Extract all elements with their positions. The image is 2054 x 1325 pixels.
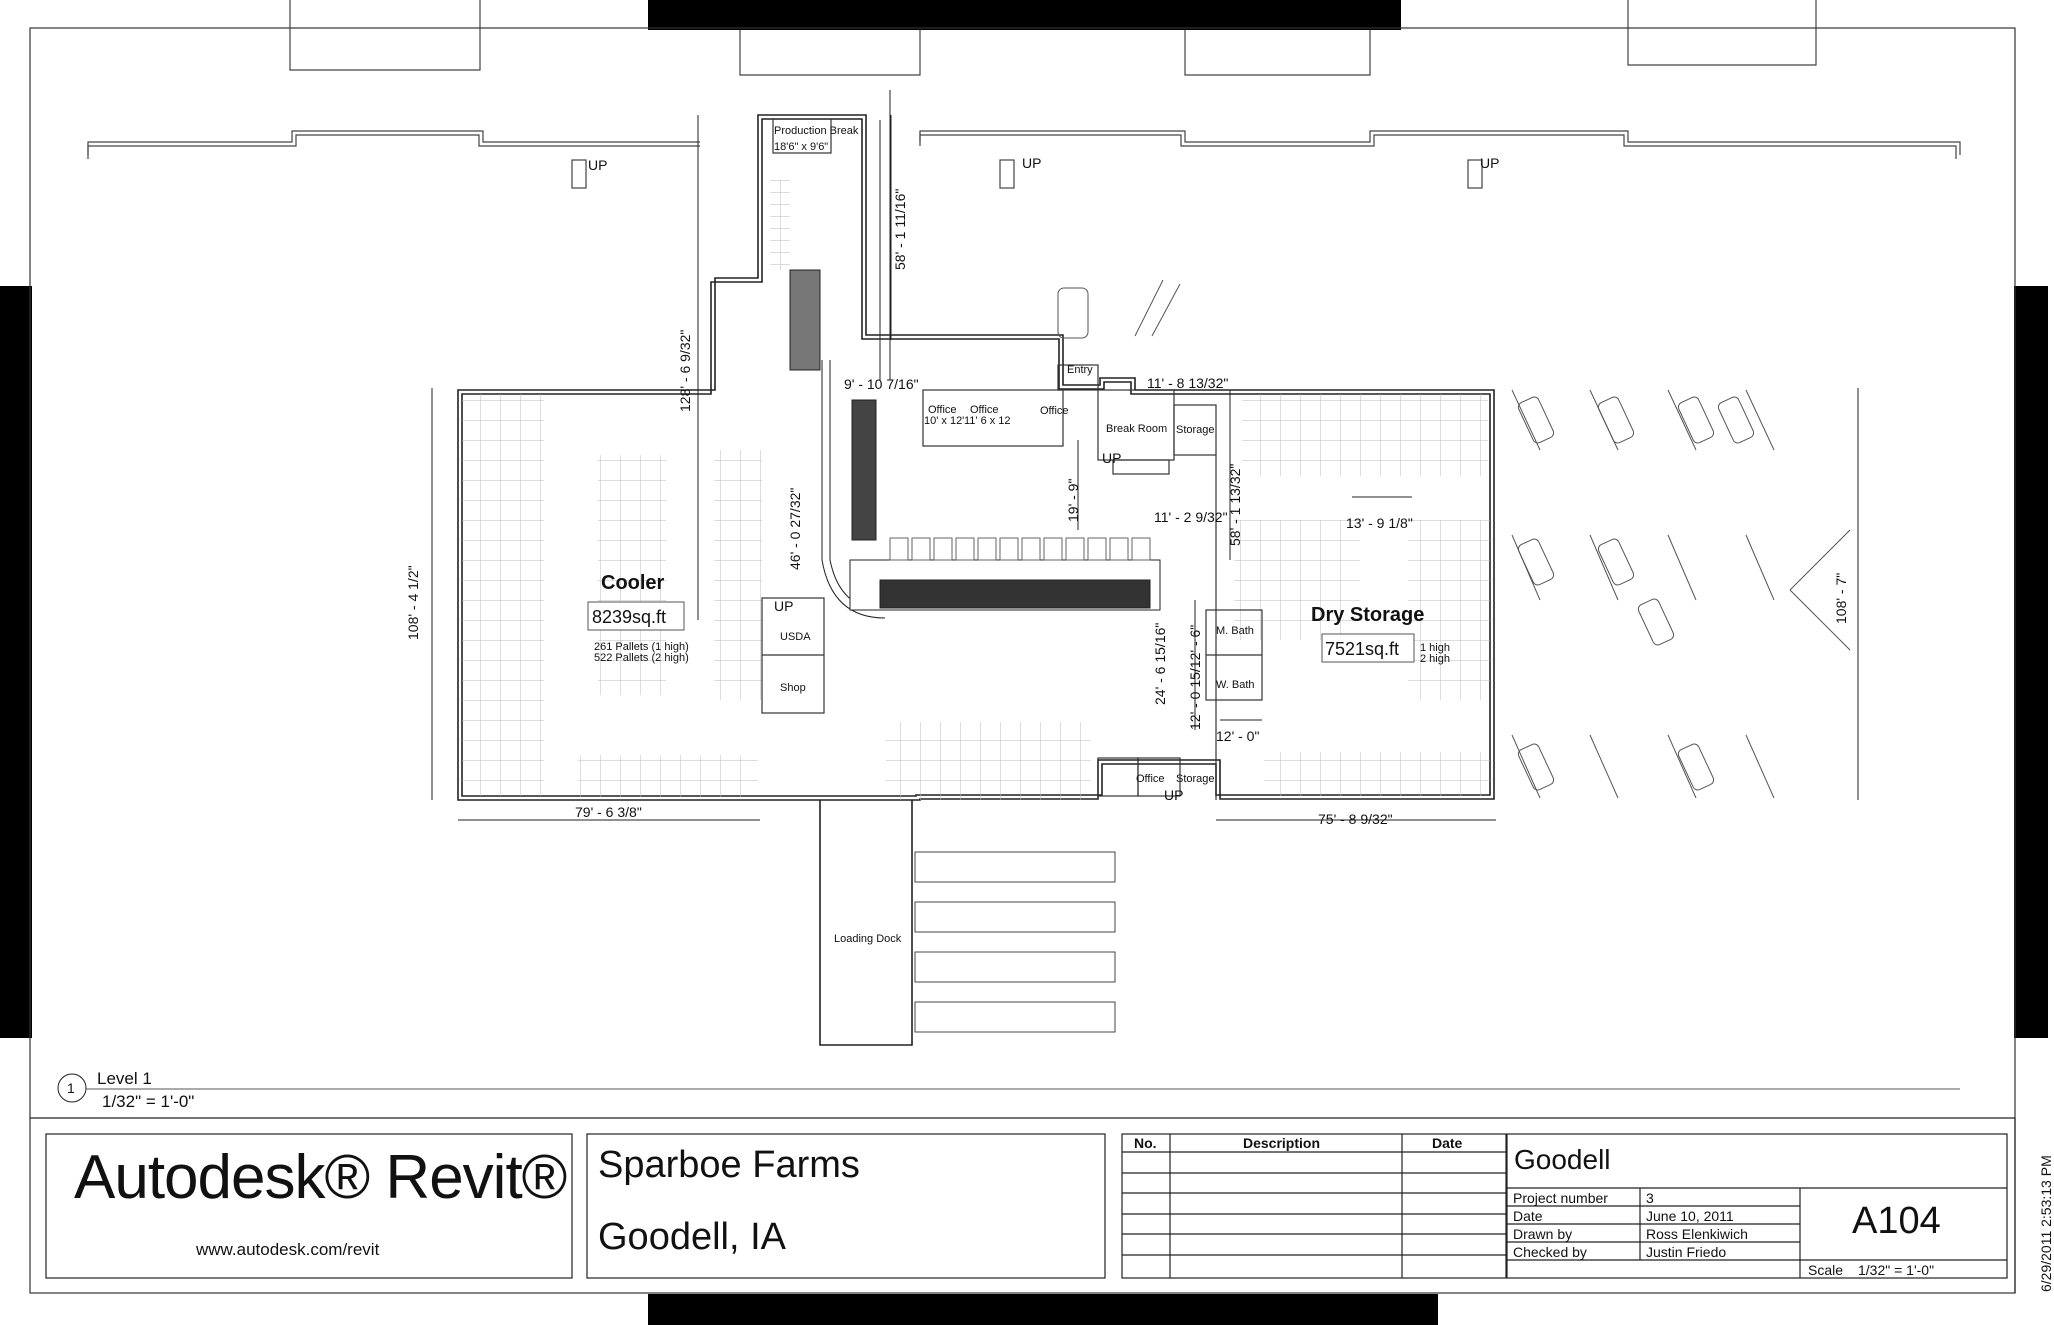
room-area-cooler: 8239sq.ft xyxy=(592,607,666,627)
revit-url: www.autodesk.com/revit xyxy=(196,1240,380,1259)
cooler-note-2: 522 Pallets (2 high) xyxy=(594,652,689,664)
cooler-note-1: 261 Pallets (1 high) xyxy=(594,641,689,653)
revision-header-no: No. xyxy=(1134,1135,1157,1151)
frame-bar-right xyxy=(2014,286,2048,1038)
view-number: 1 xyxy=(67,1080,75,1096)
dimension-label: 108' - 7" xyxy=(1833,573,1849,624)
stair-up-label: UP xyxy=(1102,450,1121,466)
field-label-date: Date xyxy=(1513,1208,1543,1224)
room-label-office-1: Office xyxy=(928,404,957,416)
room-label-women-bath: W. Bath xyxy=(1216,679,1255,691)
project-location: Goodell, IA xyxy=(598,1216,786,1258)
room-label-office-3: Office xyxy=(1040,405,1069,417)
view-scale: 1/32" = 1'-0" xyxy=(102,1092,194,1111)
cooler-racks xyxy=(462,180,1490,800)
dimension-label: 46' - 0 27/32" xyxy=(787,488,803,570)
dimension-label: 79' - 6 3/8" xyxy=(575,804,642,820)
scale-value: 1/32" = 1'-0" xyxy=(1858,1262,1935,1278)
stair-up-label: UP xyxy=(1480,155,1499,171)
field-label-project-number: Project number xyxy=(1513,1190,1608,1206)
dimension-label: 58' - 1 13/32" xyxy=(1227,464,1243,546)
dry-storage-note-1: 1 high xyxy=(1420,642,1450,654)
room-label-loading-dock: Loading Dock xyxy=(834,933,902,945)
scale-label: Scale xyxy=(1808,1262,1844,1278)
stair-up-label: UP xyxy=(588,157,607,173)
field-label-checked-by: Checked by xyxy=(1513,1244,1587,1260)
sheet-name: Goodell xyxy=(1514,1144,1611,1175)
dry-storage-note-2: 2 high xyxy=(1420,653,1450,665)
interior-walls xyxy=(761,118,1263,800)
room-label-shop: Shop xyxy=(780,682,806,694)
stair-up-label: UP xyxy=(1164,787,1183,803)
revision-header-date: Date xyxy=(1432,1135,1463,1151)
dimension-label: 12' - 0 15/12' - 6" xyxy=(1187,625,1203,730)
view-number-bubble xyxy=(57,1073,87,1103)
dimension-label: 13' - 9 1/8" xyxy=(1346,515,1413,531)
dimension-label: 108' - 4 1/2" xyxy=(405,565,421,640)
field-value-project-number: 3 xyxy=(1646,1190,1654,1206)
area-tag-dry-storage xyxy=(1321,633,1415,663)
dimension-label: 12' - 0" xyxy=(1216,728,1259,744)
frame-bar-left xyxy=(0,286,32,1038)
loading-dock-trailers xyxy=(914,851,1116,1033)
field-value-date: June 10, 2011 xyxy=(1646,1208,1734,1224)
dimension-label: 19' - 9" xyxy=(1065,479,1081,522)
revision-header-description: Description xyxy=(1243,1135,1321,1151)
field-value-drawn-by: Ross Elenkiwich xyxy=(1646,1226,1748,1242)
room-size-office-1: 10' x 12' xyxy=(924,415,964,427)
room-label-usda: USDA xyxy=(780,631,811,643)
dimension-label: 58' - 1 11/16" xyxy=(892,189,908,270)
field-label-drawn-by: Drawn by xyxy=(1513,1226,1573,1242)
room-label-office-2: Office xyxy=(970,404,999,416)
dimension-label: 9' - 10 7/16" xyxy=(844,376,919,392)
project-name: Sparboe Farms xyxy=(598,1144,860,1186)
area-tag-cooler xyxy=(587,601,685,631)
room-label-break-room: Break Room xyxy=(1106,423,1167,435)
parking-lot xyxy=(1057,279,1851,799)
processing-equipment xyxy=(789,90,1161,619)
room-label-cooler: Cooler xyxy=(601,572,665,594)
room-label-dry-storage: Dry Storage xyxy=(1311,604,1424,626)
room-label-storage-2: Storage xyxy=(1176,773,1215,785)
room-size-office-2: 11' 6 x 12 xyxy=(964,415,1011,427)
room-area-dry-storage: 7521sq.ft xyxy=(1325,639,1399,659)
room-label-production-break: Production Break xyxy=(774,125,859,137)
title-block-frame xyxy=(30,1117,2016,1293)
revit-logo: Autodesk® Revit® xyxy=(74,1143,567,1212)
sheet-number: A104 xyxy=(1852,1200,1941,1242)
dimension-label: 24' - 6 15/16" xyxy=(1152,623,1168,705)
sheet-border xyxy=(29,27,2016,1294)
frame-bar-bottom xyxy=(648,1294,1438,1325)
frame-bar-top xyxy=(648,0,1401,30)
print-timestamp: 6/29/2011 2:53:13 PM xyxy=(2038,1155,2054,1292)
field-value-checked-by: Justin Friedo xyxy=(1646,1244,1727,1260)
dimension-label: 128' - 6 9/32" xyxy=(677,330,693,412)
stair-up-label: UP xyxy=(1022,155,1041,171)
dimension-label: 11' - 2 9/32" xyxy=(1154,509,1228,525)
dimension-label: 75' - 8 9/32" xyxy=(1318,811,1393,827)
dimension-lines xyxy=(431,115,1859,821)
room-label-entry: Entry xyxy=(1067,364,1093,376)
view-name: Level 1 xyxy=(97,1069,152,1088)
room-label-office-4: Office xyxy=(1136,773,1165,785)
adjacent-buildings xyxy=(87,0,1961,189)
dimension-label: 11' - 8 13/32" xyxy=(1147,375,1228,391)
room-size-production-break: 18'6" x 9'6" xyxy=(774,141,828,153)
room-label-storage-1: Storage xyxy=(1176,424,1215,436)
stair-up-label: UP xyxy=(774,598,793,614)
room-label-men-bath: M. Bath xyxy=(1216,625,1254,637)
